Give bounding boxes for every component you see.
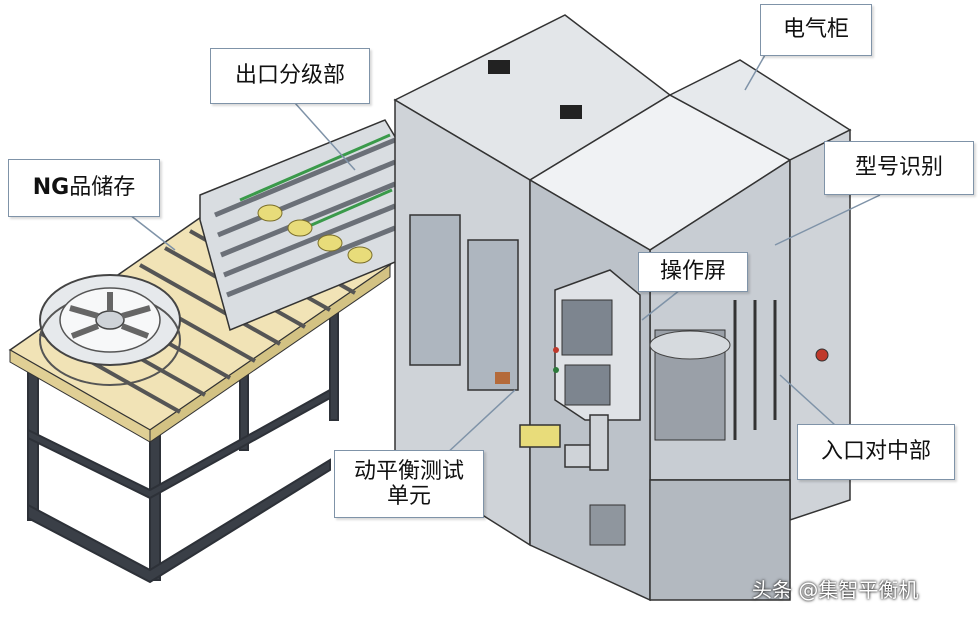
- label-model-recognition: 型号识别: [854, 155, 943, 181]
- label-ng-storage-prefix: NG: [32, 175, 70, 201]
- exit-sorting-conveyor: [199, 119, 401, 332]
- callout-operation-screen: 操作屏: [638, 252, 748, 292]
- callout-entry-centering: 入口对中部: [797, 424, 955, 480]
- ng-table-frame: [27, 309, 339, 584]
- callout-exit-sorting: 出口分级部: [210, 48, 370, 104]
- operation-console: [553, 269, 641, 421]
- pipe: [519, 414, 609, 471]
- label-electrical-cabinet: 电气柜: [782, 17, 849, 43]
- label-balance-test-line2: 单元: [386, 484, 431, 509]
- wheel-rim: [39, 274, 181, 386]
- callout-ng-storage: NG品储存: [8, 159, 160, 217]
- label-ng-storage-suffix: 品储存: [69, 175, 136, 201]
- label-entry-centering: 入口对中部: [820, 439, 931, 465]
- label-exit-sorting: 出口分级部: [234, 63, 345, 89]
- callout-model-recognition: 型号识别: [824, 141, 974, 195]
- label-ng-storage: NG品储存: [33, 175, 136, 200]
- test-cabinet: [393, 14, 672, 547]
- callout-balance-test: 动平衡测试 单元: [334, 450, 484, 518]
- watermark-text: 头条 @集智平衡机: [752, 578, 919, 602]
- label-balance-test-line1: 动平衡测试: [353, 458, 464, 484]
- callout-electrical-cabinet: 电气柜: [760, 4, 872, 56]
- callout-leaders: [129, 54, 881, 456]
- label-operation-screen: 操作屏: [659, 259, 726, 285]
